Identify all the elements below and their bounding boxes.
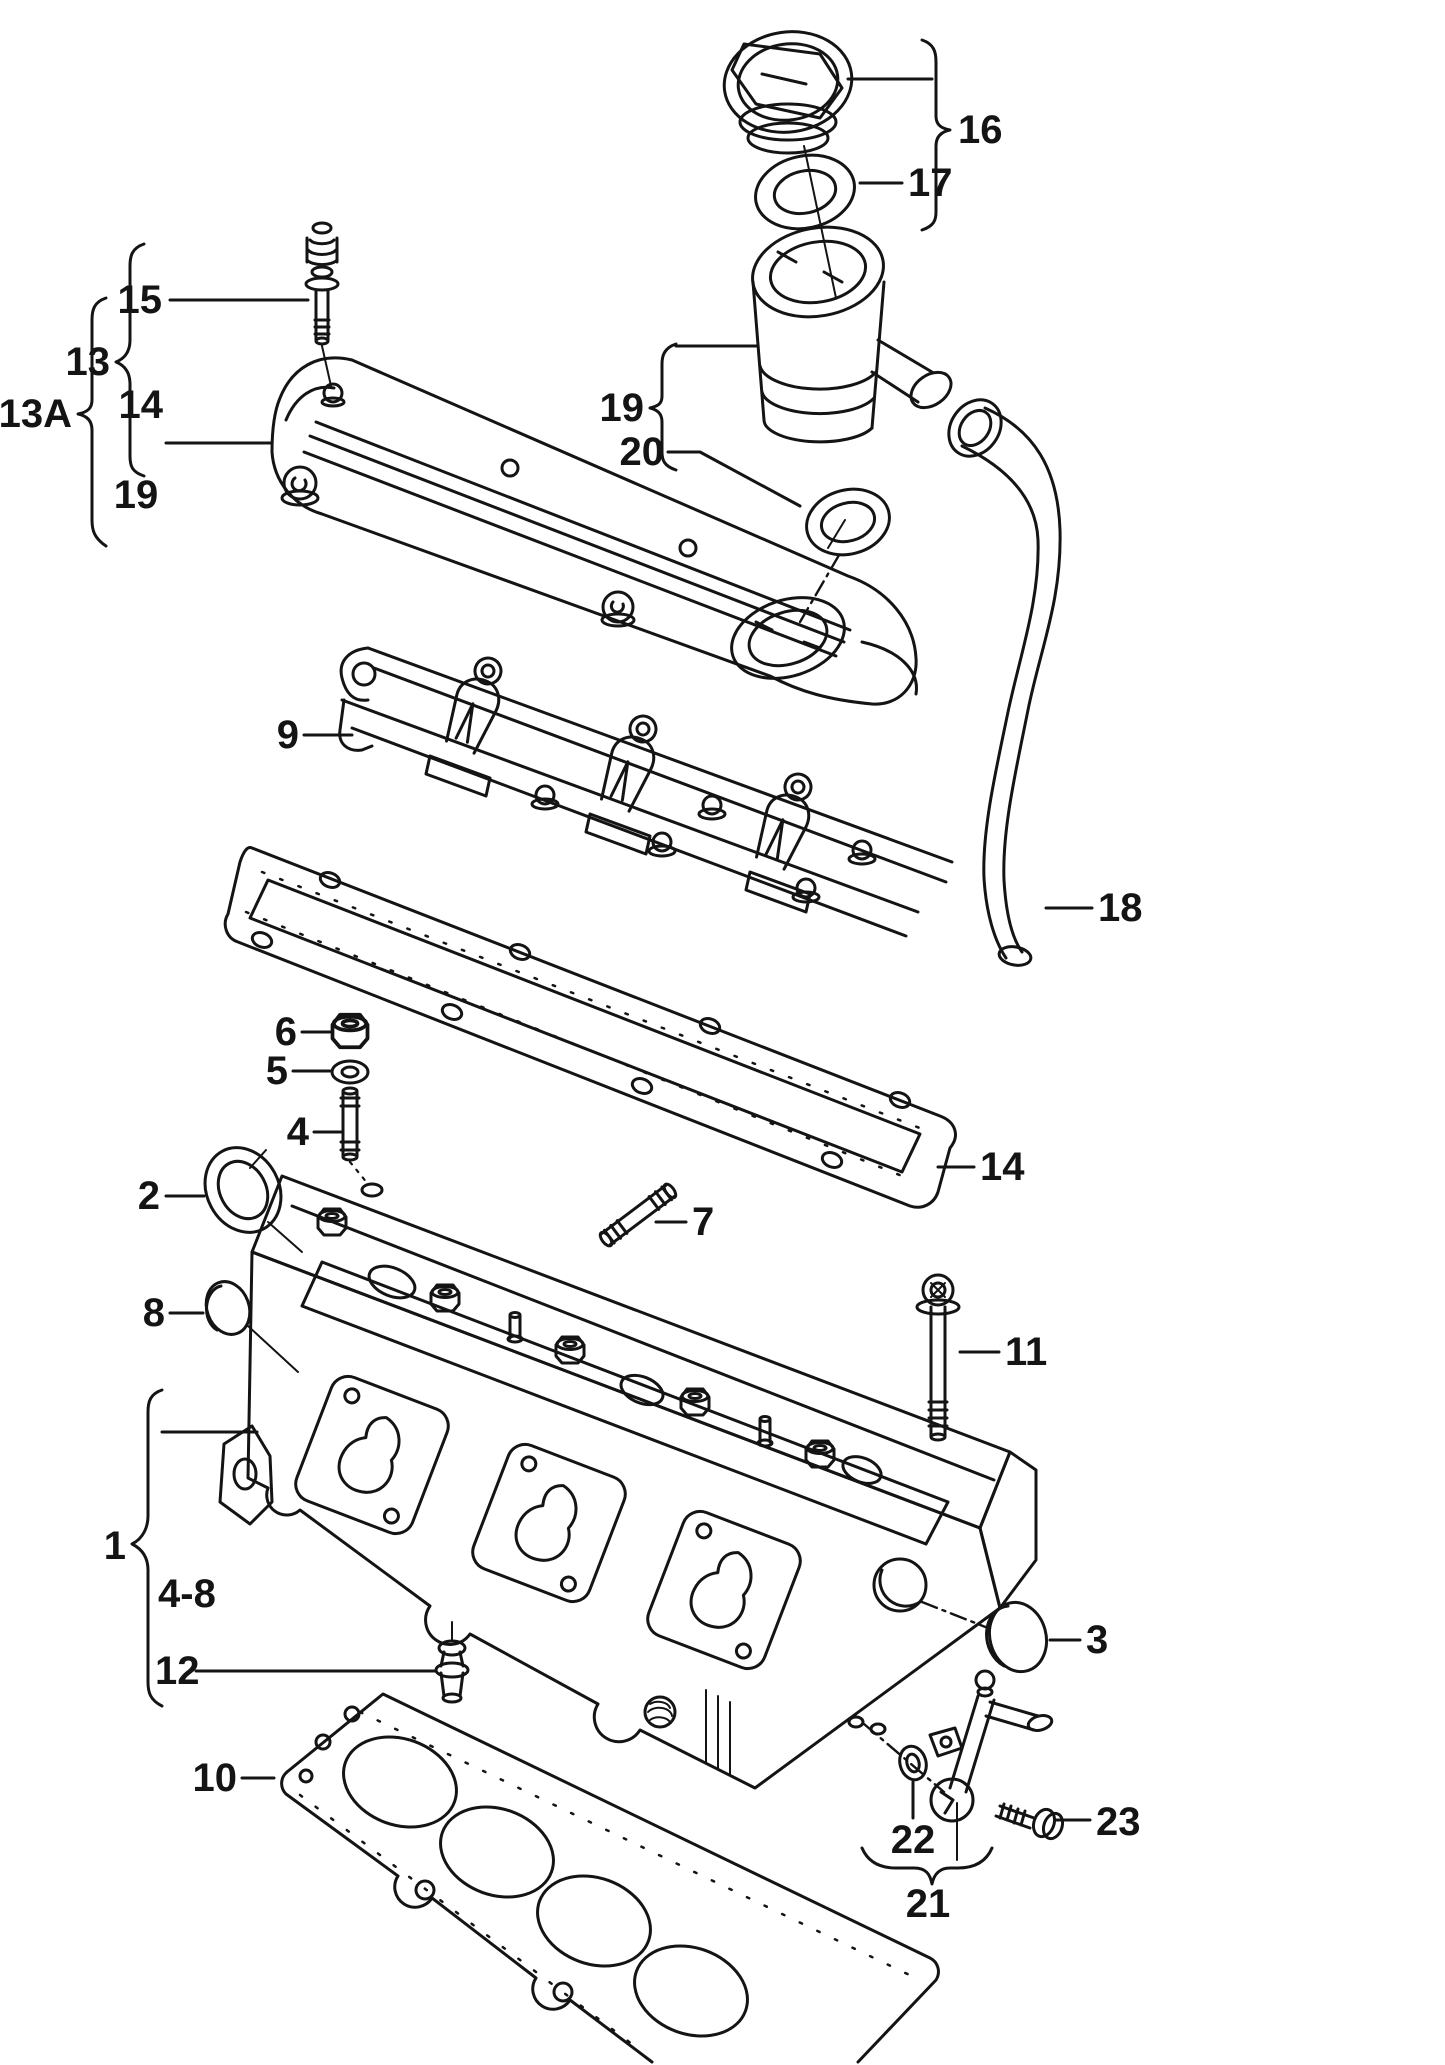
callout-17: 17: [908, 161, 953, 205]
breather-hose: [960, 406, 1062, 967]
cylinder-head: [218, 1174, 1038, 1790]
callout-19R: 19: [600, 386, 645, 430]
callout-3: 3: [1086, 1618, 1108, 1662]
filler-neck-seal: [805, 487, 891, 557]
valve-cover-gasket: [223, 846, 957, 1209]
callout-2: 2: [138, 1174, 160, 1218]
callout-21: 21: [906, 1882, 951, 1926]
callout-13: 13: [66, 340, 111, 384]
callout-7: 7: [692, 1200, 714, 1244]
callout-11: 11: [1005, 1330, 1047, 1374]
callout-16: 16: [958, 108, 1003, 152]
bracket-16: [920, 38, 952, 232]
callout-4-8: 4-8: [158, 1572, 216, 1616]
nut: [330, 1012, 370, 1050]
sealing-cap: [985, 1600, 1049, 1674]
callout-5: 5: [266, 1049, 288, 1093]
callout-19L: 19: [114, 473, 159, 517]
bracket: [928, 1669, 1054, 1861]
valve-cover: [270, 356, 918, 706]
bolt-23: [994, 1802, 1065, 1841]
callout-1: 1: [104, 1524, 126, 1568]
cap-axis-line: [803, 145, 837, 299]
oil-filler-neck: [751, 225, 1003, 458]
sealing-plug: [204, 1280, 299, 1373]
stud-7: [598, 1182, 678, 1248]
callout-14L: 14: [119, 383, 164, 427]
callout-15: 15: [118, 278, 163, 322]
callout-4: 4: [287, 1110, 310, 1154]
cylinder-head-gasket: [280, 1692, 940, 2064]
filler-cap-seal: [754, 153, 856, 231]
camshaft-carrier: [338, 646, 954, 938]
seal-washer: [898, 1744, 928, 1782]
assembly-axis-washer: [862, 1722, 946, 1794]
bracket-19: [648, 342, 678, 472]
sealing-bolt: [434, 1621, 470, 1704]
callout-22: 22: [891, 1818, 936, 1862]
oil-seal-ring: [203, 1146, 303, 1253]
oil-filler-cap: [722, 30, 854, 155]
callout-20: 20: [620, 430, 665, 474]
callout-23: 23: [1096, 1800, 1141, 1844]
bracket-21: [860, 1846, 994, 1886]
callout-9: 9: [277, 713, 299, 757]
callout-13A: 13A: [0, 392, 72, 436]
cylinder-head-bolt: [915, 1273, 961, 1442]
callout-12: 12: [155, 1649, 200, 1693]
valve-cover-bolt: [304, 221, 340, 387]
bracket-13: [114, 242, 146, 478]
washer: [330, 1059, 370, 1085]
callout-8: 8: [143, 1291, 165, 1335]
bracket-1: [130, 1388, 259, 1708]
leader-20: [666, 450, 802, 508]
stud: [339, 1086, 370, 1186]
callout-6: 6: [275, 1010, 297, 1054]
assembly-axis-cap: [920, 1600, 990, 1630]
callout-14R: 14: [980, 1145, 1025, 1189]
callout-18: 18: [1098, 886, 1143, 930]
callout-10: 10: [193, 1756, 238, 1800]
bracket-13A: [76, 296, 108, 548]
